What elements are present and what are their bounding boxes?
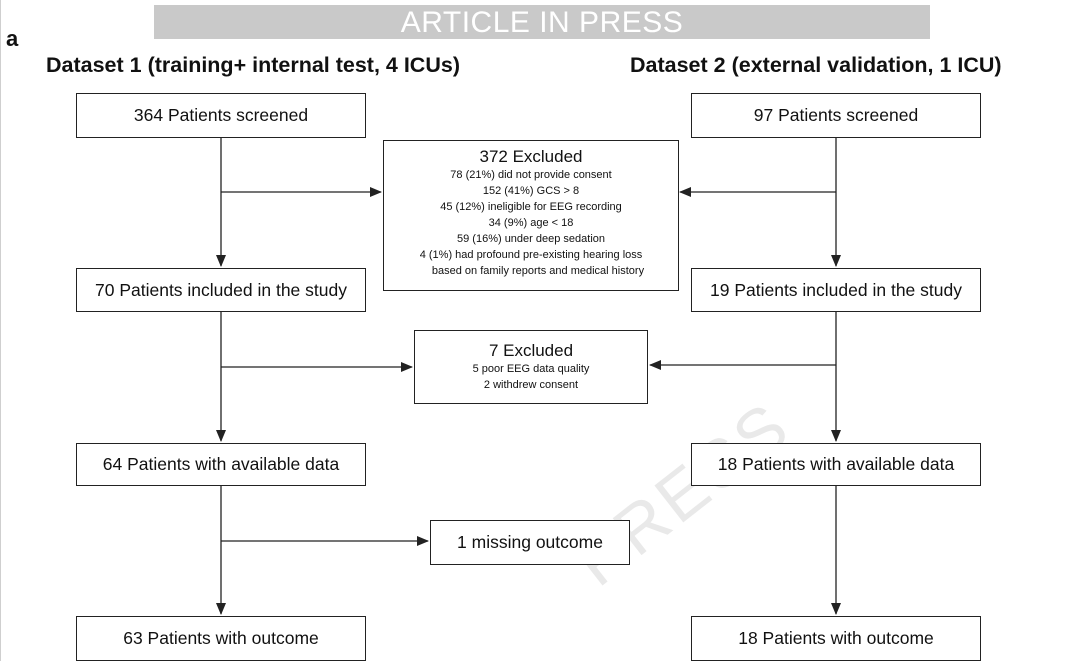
exclusion3-title: 1 missing outcome xyxy=(457,532,603,552)
d1-outcome-box: 63 Patients with outcome xyxy=(76,616,366,661)
exclusion1-reason: 4 (1%) had profound pre-existing hearing… xyxy=(419,249,643,261)
exclusion1-reason: 34 (9%) age < 18 xyxy=(488,217,574,229)
exclusion1-reason: based on family reports and medical hist… xyxy=(431,265,645,277)
d1-screened-text: 364 Patients screened xyxy=(133,105,309,125)
d2-available-text: 18 Patients with available data xyxy=(717,454,955,474)
panel-label: a xyxy=(6,26,19,51)
d2-outcome-box: 18 Patients with outcome xyxy=(691,616,981,661)
dataset1-heading: Dataset 1 (training+ internal test, 4 IC… xyxy=(46,53,460,77)
page-edge xyxy=(0,0,1,661)
d1-included-box: 70 Patients included in the study xyxy=(76,268,366,312)
dataset2-heading: Dataset 2 (external validation, 1 ICU) xyxy=(630,53,1002,77)
d1-screened-box: 364 Patients screened xyxy=(76,93,366,138)
exclusion2-reason: 2 withdrew consent xyxy=(483,379,579,391)
d1-available-box: 64 Patients with available data xyxy=(76,443,366,486)
d1-included-text: 70 Patients included in the study xyxy=(95,279,347,300)
exclusion1-reason: 78 (21%) did not provide consent xyxy=(450,169,612,181)
exclusion1-reason: 59 (16%) under deep sedation xyxy=(457,233,605,245)
exclusion2-title: 7 Excluded xyxy=(488,341,574,360)
d1-outcome-text: 63 Patients with outcome xyxy=(123,628,319,648)
exclusion1-title: 372 Excluded xyxy=(479,147,583,166)
d2-screened-box: 97 Patients screened xyxy=(691,93,981,138)
d2-screened-text: 97 Patients screened xyxy=(753,105,919,125)
d2-included-text: 19 Patients included in the study xyxy=(710,279,962,300)
exclusion1-reason: 45 (12%) ineligible for EEG recording xyxy=(440,201,622,213)
article-in-press-banner: ARTICLE IN PRESS xyxy=(154,5,930,39)
d1-available-text: 64 Patients with available data xyxy=(102,454,340,474)
exclusion3-box: 1 missing outcome xyxy=(430,520,630,565)
exclusion1-reason: 152 (41%) GCS > 8 xyxy=(482,185,580,197)
d2-included-box: 19 Patients included in the study xyxy=(691,268,981,312)
exclusion1-box: 372 Excluded 78 (21%) did not provide co… xyxy=(383,140,679,291)
exclusion2-reason: 5 poor EEG data quality xyxy=(472,363,590,375)
d2-outcome-text: 18 Patients with outcome xyxy=(738,628,934,648)
d2-available-box: 18 Patients with available data xyxy=(691,443,981,486)
exclusion2-box: 7 Excluded 5 poor EEG data quality 2 wit… xyxy=(414,330,648,404)
